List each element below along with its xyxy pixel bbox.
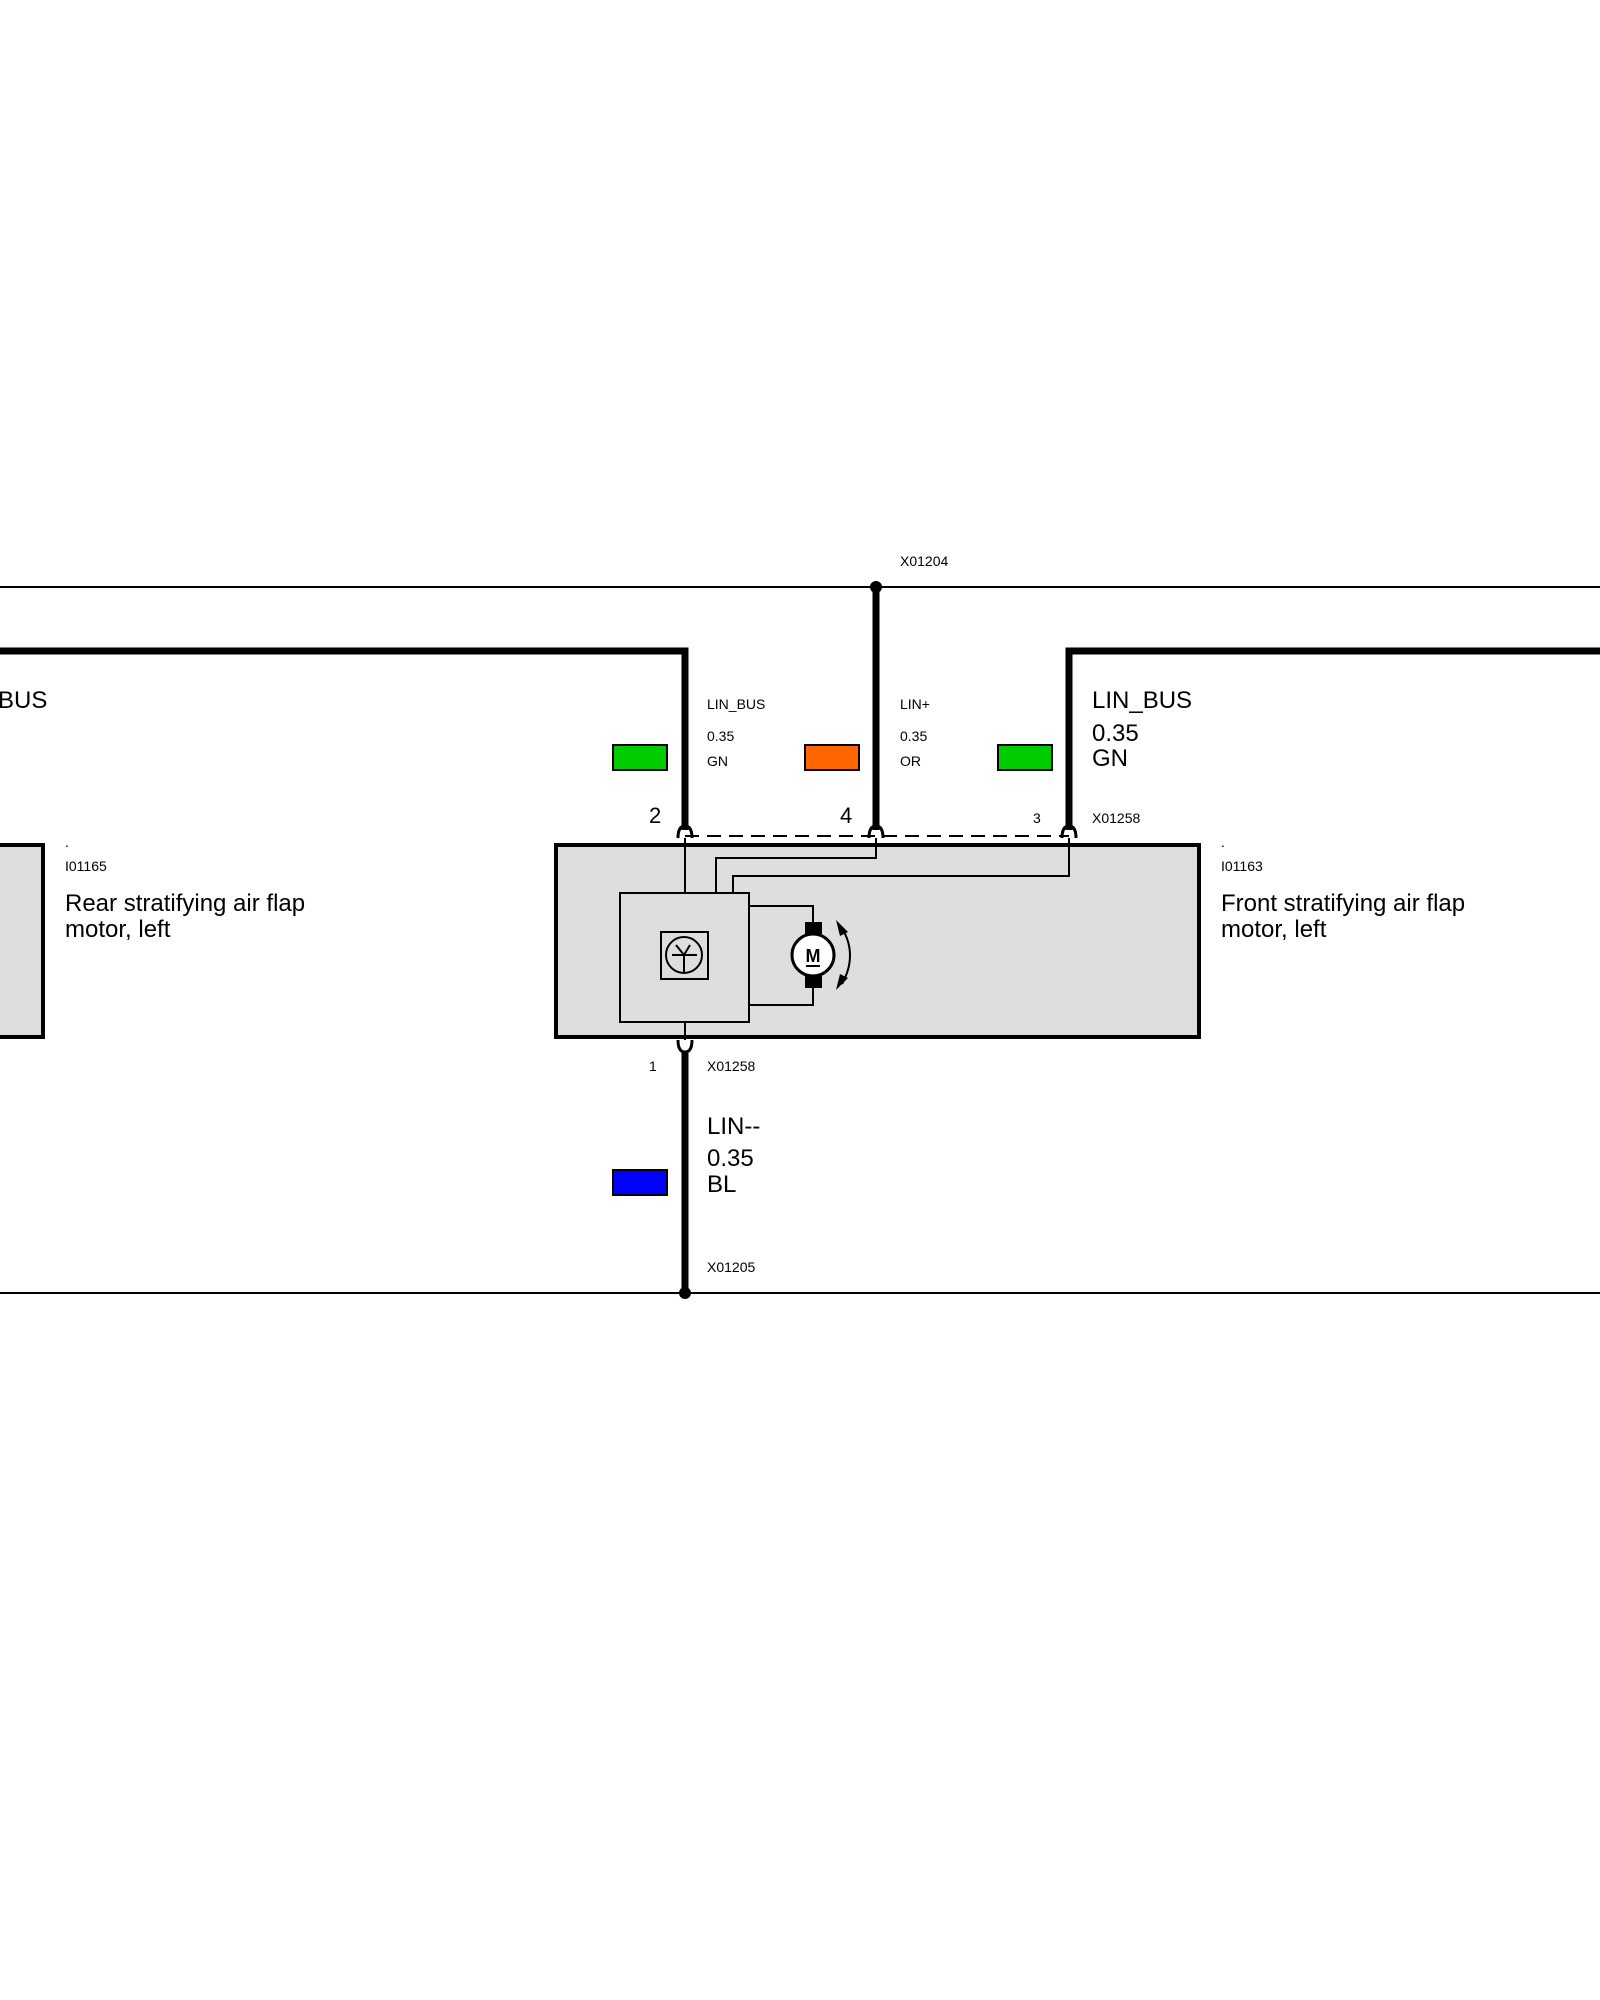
wire-lin-bus-right: [1065, 647, 1600, 830]
rear-motor-name-line2: motor, left: [65, 916, 171, 943]
front-motor-id: I01163: [1221, 858, 1263, 874]
left-wire-signal-label: BUS: [0, 687, 47, 714]
pin2-color-swatch: [612, 744, 668, 771]
pin4-color-swatch: [804, 744, 860, 771]
rear-motor-box: [0, 843, 45, 1039]
dc-motor-icon: M: [790, 920, 851, 990]
rear-motor-id: I01165: [65, 858, 107, 874]
pin4-terminal: [867, 824, 885, 839]
pin3-color-swatch: [997, 744, 1053, 771]
motor-symbol-letter: M: [806, 946, 821, 966]
front-motor-name-line1: Front stratifying air flap: [1221, 890, 1465, 917]
pin3-color-label: GN: [1092, 745, 1128, 772]
rear-motor-name-line1: Rear stratifying air flap: [65, 890, 305, 917]
pin1-signal-label: LIN--: [707, 1113, 760, 1140]
pin1-color-label: BL: [707, 1171, 736, 1198]
sensor-icon-frame: [660, 931, 709, 980]
pin2-signal-label: LIN_BUS: [707, 696, 765, 712]
bottom-splice-label: X01205: [707, 1259, 755, 1275]
front-motor-name-line2: motor, left: [1221, 916, 1327, 943]
pin4-number: 4: [840, 803, 852, 828]
internal-wire-pin4: [715, 838, 877, 893]
top-splice-label: X01204: [900, 553, 948, 569]
pin1-color-swatch: [612, 1169, 668, 1196]
pin4-signal-label: LIN+: [900, 696, 930, 712]
pin3-number: 3: [1033, 810, 1041, 826]
wire-lin-bus-left: [0, 647, 689, 830]
motor-connector-bottom-label: X01258: [707, 1058, 755, 1074]
pin2-terminal: [676, 824, 694, 839]
front-motor-dot: .: [1221, 834, 1225, 850]
motor-wire-bottom: [749, 984, 814, 1006]
pin1-terminal: [676, 1039, 694, 1054]
pin1-gauge-label: 0.35: [707, 1145, 754, 1172]
rear-motor-dot: .: [65, 834, 69, 850]
internal-wire-pin3: [732, 838, 1070, 893]
pin2-number: 2: [649, 803, 661, 828]
pin3-gauge-label: 0.35: [1092, 720, 1139, 747]
transistor-icon: [665, 936, 703, 974]
pin1-number: 1: [649, 1058, 657, 1074]
pin2-color-label: GN: [707, 753, 728, 769]
motor-connector-top-label: X01258: [1092, 810, 1140, 826]
pin2-gauge-label: 0.35: [707, 728, 734, 744]
pin4-gauge-label: 0.35: [900, 728, 927, 744]
pin3-terminal: [1060, 824, 1078, 839]
pin4-color-label: OR: [900, 753, 921, 769]
pin3-signal-label: LIN_BUS: [1092, 687, 1192, 714]
